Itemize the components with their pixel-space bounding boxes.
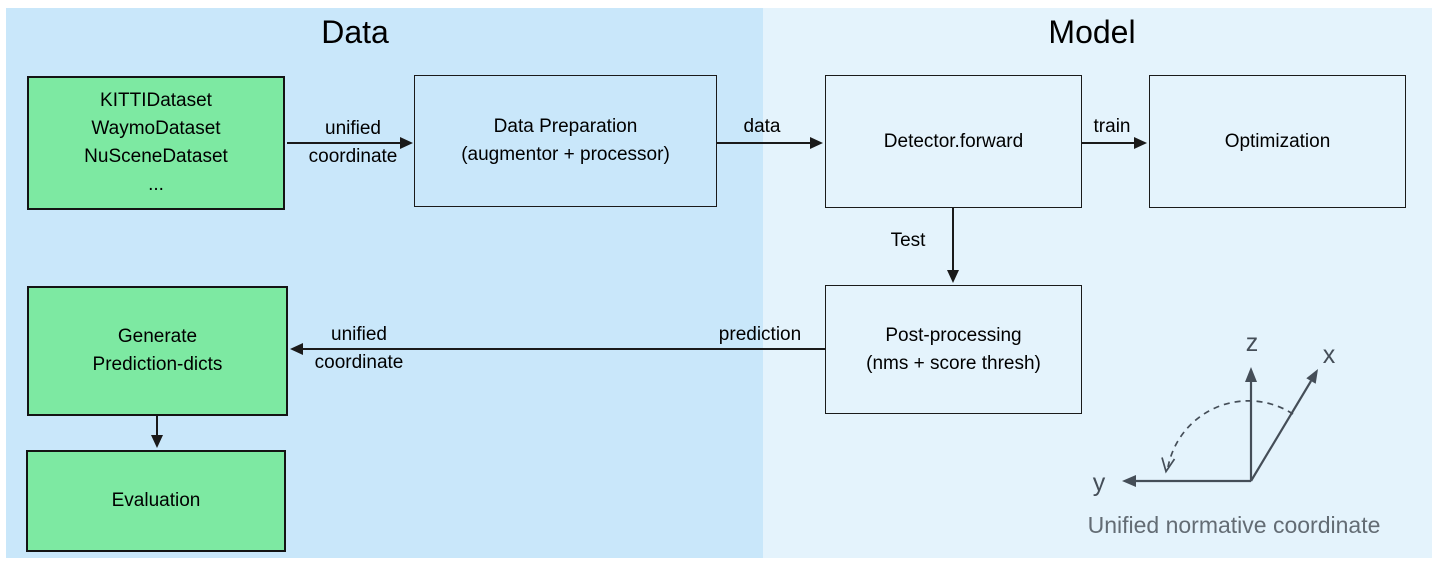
edge-label-coordinate-top: coordinate (308, 146, 398, 167)
node-data-preparation: Data Preparation (augmentor + processor) (414, 75, 717, 207)
edge-label-unified-bottom: unified (331, 324, 387, 345)
data-section-title: Data (321, 14, 389, 50)
node-post-processing-line1: Post-processing (885, 324, 1022, 346)
node-datasets: KITTIDataset WaymoDataset NuSceneDataset… (27, 76, 285, 210)
node-optimization: Optimization (1149, 75, 1406, 208)
node-generate-prediction-dicts: Generate Prediction-dicts (27, 286, 288, 416)
node-detector-forward-label: Detector.forward (883, 130, 1024, 152)
edge-label-test: Test (890, 230, 926, 251)
node-datasets-line1: KITTIDataset (100, 90, 212, 111)
edge-label-train: train (1093, 116, 1131, 137)
node-optimization-label: Optimization (1224, 130, 1331, 152)
edge-label-unified-coordinate-bottom: unified coordinate (287, 321, 431, 377)
node-datasets-line3: NuSceneDataset (84, 146, 228, 167)
node-detector-forward: Detector.forward (825, 75, 1082, 208)
node-generate-prediction-line2: Prediction-dicts (92, 354, 223, 375)
node-post-processing-line2: (nms + score thresh) (866, 352, 1041, 374)
node-post-processing: Post-processing (nms + score thresh) (825, 285, 1082, 414)
y-axis-label: y (1092, 469, 1106, 497)
x-axis-label: x (1322, 341, 1336, 369)
z-axis-label: z (1245, 329, 1259, 357)
edge-label-data: data (743, 116, 781, 137)
node-generate-prediction-line1: Generate (117, 326, 198, 347)
model-section-title: Model (1048, 14, 1136, 50)
node-evaluation-label: Evaluation (111, 490, 201, 511)
node-data-preparation-line2: (augmentor + processor) (461, 144, 670, 165)
node-data-preparation-line1: Data Preparation (493, 116, 638, 137)
edge-label-prediction: prediction (718, 324, 802, 345)
edge-label-unified-coordinate-top: unified coordinate (283, 115, 423, 171)
edge-label-coordinate-bottom: coordinate (314, 352, 404, 373)
node-datasets-line2: WaymoDataset (91, 118, 221, 139)
coordinate-legend-caption: Unified normative coordinate (1087, 512, 1381, 538)
node-datasets-ellipsis: ... (148, 174, 164, 195)
node-evaluation: Evaluation (26, 450, 286, 552)
edge-label-unified-top: unified (325, 118, 381, 139)
model-section-panel (763, 8, 1432, 558)
